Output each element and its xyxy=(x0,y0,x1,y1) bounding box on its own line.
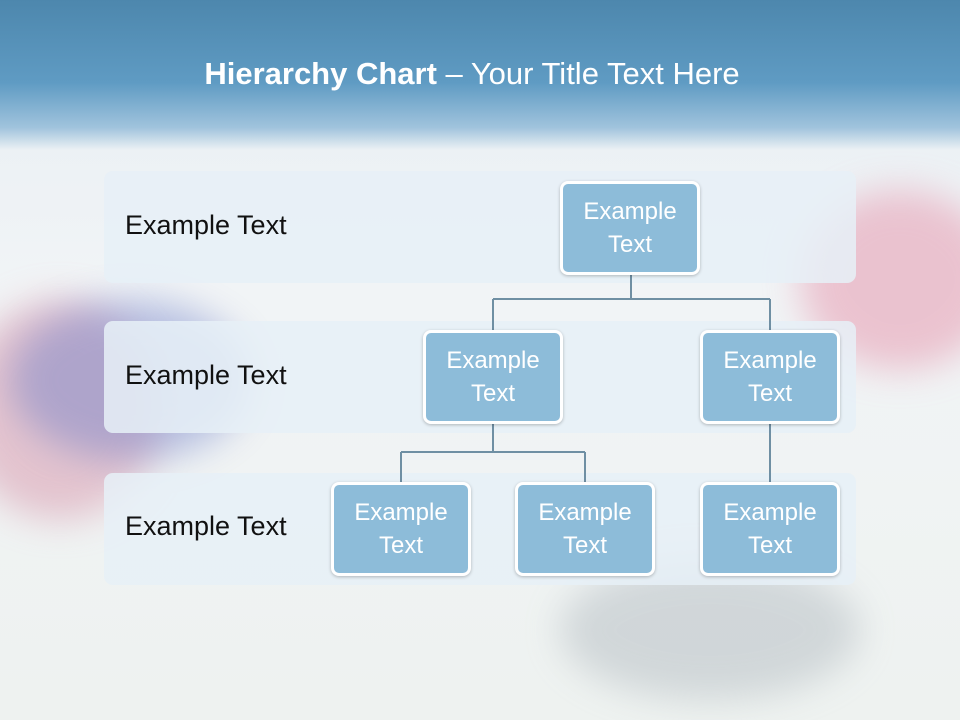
title-band xyxy=(0,0,960,150)
node-level2-left[interactable]: Example Text xyxy=(423,330,563,424)
connector-root-to-level2 xyxy=(492,275,771,330)
node-root[interactable]: Example Text xyxy=(560,181,700,275)
connector-left-to-level3 xyxy=(400,422,586,482)
node-root-label: Example Text xyxy=(583,198,677,258)
node-level3-a[interactable]: Example Text xyxy=(331,482,471,576)
node-level3-c[interactable]: Example Text xyxy=(700,482,840,576)
level-label-3: Example Text xyxy=(125,511,287,541)
page-title: Hierarchy Chart – Your Title Text Here xyxy=(0,56,944,92)
level-band-1 xyxy=(104,171,856,283)
level-label-1: Example Text xyxy=(125,210,287,240)
node-level3-a-label: Example Text xyxy=(354,499,448,559)
node-level3-c-label: Example Text xyxy=(723,499,817,559)
node-level2-right[interactable]: Example Text xyxy=(700,330,840,424)
title-bold: Hierarchy Chart xyxy=(204,56,437,91)
node-level3-b-label: Example Text xyxy=(538,499,632,559)
node-level3-b[interactable]: Example Text xyxy=(515,482,655,576)
node-level2-left-label: Example Text xyxy=(446,347,540,407)
node-level2-right-label: Example Text xyxy=(723,347,817,407)
title-rest: – Your Title Text Here xyxy=(436,56,740,91)
level-label-2: Example Text xyxy=(125,360,287,390)
